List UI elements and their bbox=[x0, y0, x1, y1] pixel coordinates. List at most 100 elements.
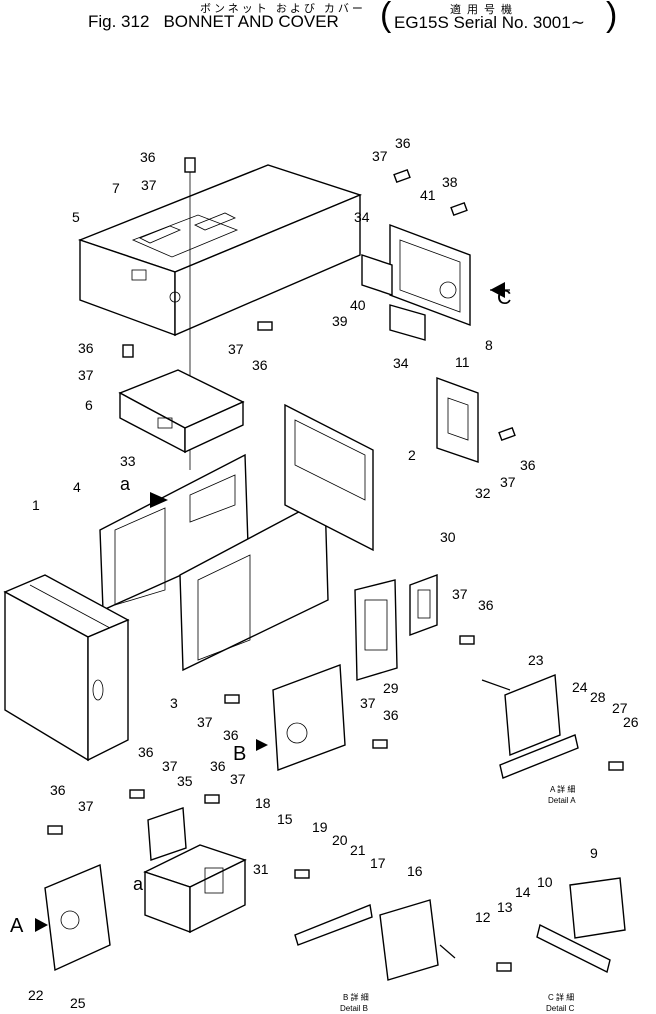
part-plate-35 bbox=[147, 807, 187, 861]
callout-40: 40 bbox=[350, 297, 366, 313]
callout-37f: 37 bbox=[452, 586, 468, 602]
callout-22: 22 bbox=[28, 987, 44, 1003]
figure-title: Fig. 312 BONNET AND COVER bbox=[88, 12, 353, 32]
part-plate-30 bbox=[409, 573, 438, 637]
jp-title: ボンネット および カバー bbox=[200, 3, 366, 15]
part-housing bbox=[3, 574, 130, 762]
callout-8: 8 bbox=[485, 337, 493, 353]
callout-36f: 36 bbox=[478, 597, 494, 613]
callout-37e: 37 bbox=[500, 474, 516, 490]
callout-36j: 36 bbox=[210, 758, 226, 774]
figure-name: BONNET AND COVER bbox=[163, 12, 339, 31]
callout-37k: 37 bbox=[78, 798, 94, 814]
callout-36d: 36 bbox=[252, 357, 268, 373]
view-marker-a-small: a bbox=[133, 874, 144, 894]
callout-38: 38 bbox=[442, 174, 458, 190]
callout-29: 29 bbox=[383, 680, 399, 696]
left-paren: ( bbox=[380, 0, 392, 34]
callout-25: 25 bbox=[70, 995, 86, 1011]
callout-36k: 36 bbox=[50, 782, 66, 798]
callout-4: 4 bbox=[73, 479, 81, 495]
callout-36b: 36 bbox=[395, 135, 411, 151]
callout-37b: 37 bbox=[372, 148, 388, 164]
callout-17: 17 bbox=[370, 855, 386, 871]
detail-a-latch bbox=[481, 673, 579, 779]
callout-37d: 37 bbox=[228, 341, 244, 357]
detail-c-jp: C 詳 細 bbox=[548, 992, 574, 1002]
part-tray bbox=[118, 369, 245, 454]
part-panel bbox=[179, 496, 329, 672]
callout-15: 15 bbox=[277, 811, 293, 827]
detail-b-latch bbox=[294, 899, 456, 981]
part-door-b bbox=[272, 664, 346, 771]
callout-39: 39 bbox=[332, 313, 348, 329]
callout-3: 3 bbox=[170, 695, 178, 711]
arrow-a-lower bbox=[150, 492, 168, 508]
callout-13: 13 bbox=[497, 899, 513, 915]
callout-24: 24 bbox=[572, 679, 588, 695]
callout-16: 16 bbox=[407, 863, 423, 879]
callout-32: 32 bbox=[475, 485, 491, 501]
callout-1: 1 bbox=[32, 497, 40, 513]
callout-33: 33 bbox=[120, 453, 136, 469]
callout-36h: 36 bbox=[383, 707, 399, 723]
callout-30: 30 bbox=[440, 529, 456, 545]
callout-36i: 36 bbox=[138, 744, 154, 760]
callout-9: 9 bbox=[590, 845, 598, 861]
callout-36g: 36 bbox=[223, 727, 239, 743]
figure-number: Fig. 312 bbox=[88, 12, 150, 31]
callout-31: 31 bbox=[253, 861, 269, 877]
callout-37a: 37 bbox=[141, 177, 157, 193]
callout-2: 2 bbox=[408, 447, 416, 463]
fasteners bbox=[47, 157, 624, 972]
arrow-a bbox=[35, 918, 48, 932]
callout-27: 27 bbox=[612, 700, 628, 716]
callout-37c: 37 bbox=[78, 367, 94, 383]
part-bonnet bbox=[77, 164, 363, 470]
detail-c-latch bbox=[536, 877, 626, 974]
callout-19: 19 bbox=[312, 819, 328, 835]
view-marker-b: B bbox=[233, 743, 246, 765]
detail-a-en: Detail A bbox=[548, 796, 576, 805]
callout-37g: 37 bbox=[197, 714, 213, 730]
view-marker-a-lower: a bbox=[120, 474, 131, 494]
part-vent-panel bbox=[436, 376, 479, 463]
callout-20: 20 bbox=[332, 832, 348, 848]
callout-23: 23 bbox=[528, 652, 544, 668]
callout-36a: 36 bbox=[140, 149, 156, 165]
model-serial: EG15S Serial No. 3001∼ bbox=[394, 13, 585, 32]
callout-11: 11 bbox=[455, 354, 470, 370]
callout-5: 5 bbox=[72, 209, 80, 225]
arrow-b bbox=[256, 739, 268, 751]
callout-14: 14 bbox=[515, 884, 531, 900]
callout-34: 34 bbox=[354, 209, 370, 225]
callout-6: 6 bbox=[85, 397, 93, 413]
right-paren: ) bbox=[606, 0, 618, 34]
view-marker-a: A bbox=[10, 915, 24, 937]
part-door-a bbox=[44, 863, 111, 972]
view-marker-c: C bbox=[497, 287, 511, 309]
callout-10: 10 bbox=[537, 874, 553, 890]
callout-37i: 37 bbox=[162, 758, 178, 774]
callout-12: 12 bbox=[475, 909, 491, 925]
callout-36c: 36 bbox=[78, 340, 94, 356]
callout-36e: 36 bbox=[520, 457, 536, 473]
serial-range: ( 適用号機 EG15S Serial No. 3001∼ ) bbox=[380, 0, 620, 36]
part-box-31 bbox=[143, 844, 247, 934]
callout-37h: 37 bbox=[360, 695, 376, 711]
part-frame-c bbox=[361, 223, 471, 341]
detail-b-jp: B 詳 細 bbox=[343, 992, 369, 1002]
part-upper-frame bbox=[284, 403, 374, 552]
detail-b-en: Detail B bbox=[340, 1004, 368, 1013]
callout-21: 21 bbox=[350, 842, 366, 858]
callout-18: 18 bbox=[255, 795, 271, 811]
detail-a-jp: A 詳 細 bbox=[550, 784, 575, 794]
callout-26: 26 bbox=[623, 714, 639, 730]
callout-7: 7 bbox=[112, 180, 120, 196]
callout-34b: 34 bbox=[393, 355, 409, 371]
detail-c-en: Detail C bbox=[546, 1004, 575, 1013]
jp-model-label: 適用号機 bbox=[450, 4, 518, 16]
callout-41: 41 bbox=[420, 187, 436, 203]
callout-35: 35 bbox=[177, 773, 193, 789]
